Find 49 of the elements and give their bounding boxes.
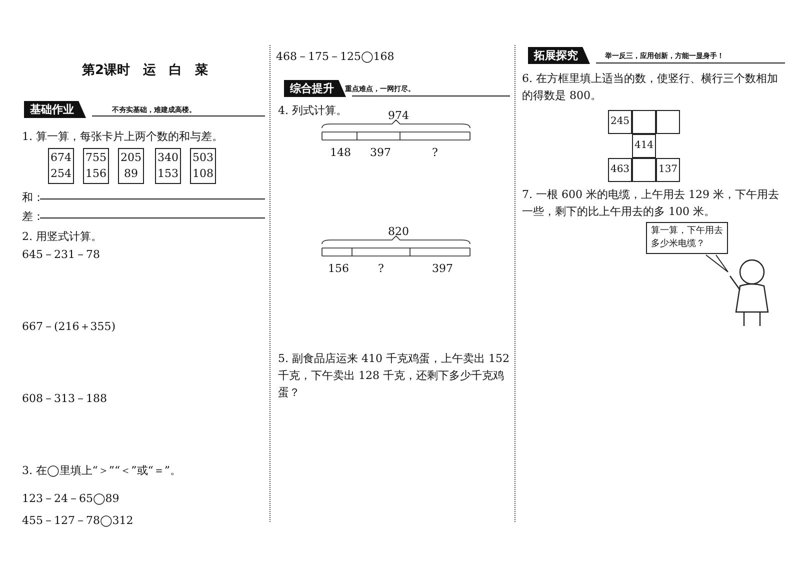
math-expression: 667－(216＋355) <box>22 319 116 335</box>
segment-label: 156 <box>328 261 349 277</box>
segment-label: ? <box>378 261 384 277</box>
number-card <box>48 148 74 184</box>
segment-label: 148 <box>330 145 351 161</box>
card-number: 89 <box>123 166 139 182</box>
number-card <box>190 148 216 184</box>
card-number: 755 <box>84 150 108 166</box>
number-card <box>83 148 109 184</box>
number-card <box>118 148 144 184</box>
empty-grid-cell <box>656 110 680 134</box>
math-expression: 608－313－188 <box>22 391 107 407</box>
card-number: 340 <box>156 150 180 166</box>
grid-cell: 137 <box>656 158 680 182</box>
word-problem: 5. 副食品店运来 410 千克鸡蛋，上午卖出 152 千克，下午卖出 128 千克，还剩下多少千克鸡蛋？ <box>278 351 510 401</box>
grid-cell: 414 <box>632 134 656 158</box>
word-problem: 7. 一根 600 米的电缆，上午用去 129 米，下午用去一些，剩下的比上午用去的多 100 米。 <box>522 187 780 220</box>
answer-prompt: 差： <box>22 209 44 225</box>
empty-grid-cell <box>632 158 656 182</box>
segment-label: 397 <box>370 145 391 161</box>
grid-cell: 463 <box>608 158 632 182</box>
math-expression: 468－175－125◯168 <box>276 49 394 65</box>
math-expression: 455－127－78◯312 <box>22 513 134 529</box>
segment-label: ? <box>432 145 438 161</box>
question-text: 1. 算一算，每张卡片上两个数的和与差。 <box>22 129 224 145</box>
page-title: 第2课时 运 白 菜 <box>80 62 210 79</box>
card-number: 153 <box>156 166 180 182</box>
math-expression: 123－24－65◯89 <box>22 491 120 507</box>
number-card <box>155 148 181 184</box>
card-number: 254 <box>50 166 72 182</box>
card-number: 503 <box>192 150 214 166</box>
empty-grid-cell <box>632 110 656 134</box>
question-text: 4. 列式计算。 <box>278 103 347 119</box>
card-number: 205 <box>120 150 142 166</box>
section-banner: 拓展探究 <box>528 47 590 64</box>
question-text: 3. 在◯里填上“＞”“＜”或“＝”。 <box>22 463 182 479</box>
bar-total-label: 974 <box>388 108 409 124</box>
grid-cell: 245 <box>608 110 632 134</box>
section-banner: 综合提升 <box>284 80 346 97</box>
segment-label: 397 <box>432 261 453 277</box>
question-text: 6. 在方框里填上适当的数，使竖行、横行三个数相加的得数是 800。 <box>522 71 779 104</box>
card-number: 108 <box>192 166 214 182</box>
math-expression: 645－231－78 <box>22 247 100 263</box>
card-number: 674 <box>50 150 72 166</box>
card-number: 156 <box>84 166 108 182</box>
question-text: 2. 用竖式计算。 <box>22 229 102 245</box>
bar-total-label: 820 <box>388 224 409 240</box>
answer-prompt: 和： <box>22 190 44 206</box>
section-banner: 基础作业 <box>24 101 86 118</box>
